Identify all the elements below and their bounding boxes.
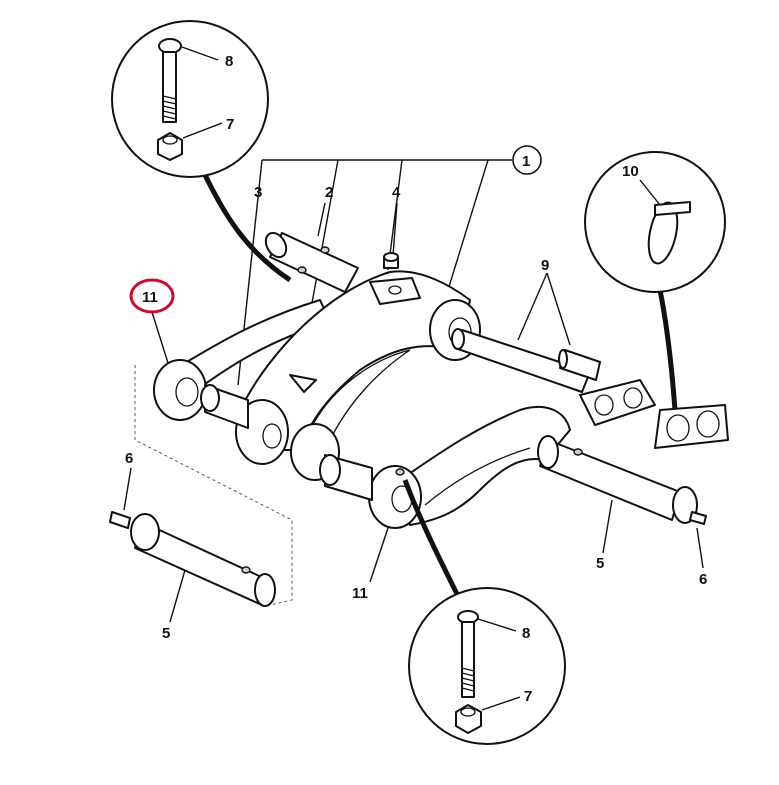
left-pin-end-far: [254, 573, 276, 607]
shaft-plate-near-hole-1: [594, 394, 614, 416]
bolt-head: [158, 38, 182, 54]
callout-1: 1: [522, 153, 530, 170]
frame-inner-web: [309, 349, 411, 441]
left-bushing-11: 11: [129, 278, 249, 429]
shaft-plate-far: [654, 404, 729, 449]
dashed-envelope: [134, 365, 293, 606]
bolt-shank: [162, 51, 177, 123]
lower-long-pin-left: 6 5: [109, 365, 293, 642]
callout-1-circle: [512, 145, 542, 175]
callout-9: 9: [541, 257, 549, 274]
frame-top-lug-hole: [388, 285, 402, 295]
left-pin-collar: [130, 513, 160, 551]
callout-5-right: 5: [596, 555, 604, 572]
shaft-plate-near-hole-2: [623, 387, 643, 409]
leader-7-top: [182, 122, 223, 139]
right-grease-nipple: [689, 511, 707, 525]
bolt-thread: [162, 95, 177, 120]
upper-pin-2: [264, 202, 359, 293]
leader-11-left: [151, 311, 169, 364]
leader-7-bottom: [481, 696, 521, 711]
callout-2: 2: [325, 184, 333, 201]
frame-top-lug: [369, 277, 421, 305]
shaft-plate-far-hole-1: [666, 414, 690, 442]
callout-10: 10: [622, 163, 639, 180]
bracket-leg-center: [387, 159, 403, 271]
leader-5-right: [602, 499, 613, 554]
upper-pin-hole: [320, 246, 330, 254]
leader-9b: [546, 272, 571, 346]
upper-pin-hole-2: [297, 266, 307, 274]
callout-6-right: 6: [699, 571, 707, 588]
lower-long-pin-right: 5 6: [537, 435, 707, 588]
callout-5-left: 5: [162, 625, 170, 642]
shaft-plate-far-hole-2: [696, 410, 720, 438]
leader-11-lower: [369, 527, 389, 583]
leader-5-left: [169, 569, 186, 623]
detail-pointer-right: [657, 289, 678, 411]
detail-circle-top-left: 8 7: [111, 20, 292, 283]
long-shaft-9: 9: [451, 257, 656, 426]
right-pin-end-near: [537, 435, 559, 469]
detail-circle-bottom: 8 7: [402, 479, 566, 745]
highlight-circle-11: [129, 278, 175, 314]
lower-arm-web: [424, 447, 531, 506]
detail-pointer-top-left: [202, 173, 292, 283]
callout-4: 4: [392, 184, 401, 201]
grease-nipple-tip: [383, 252, 399, 262]
left-bushing-bore: [175, 377, 199, 407]
left-short-pin-end: [200, 384, 220, 412]
lock-nut-bottom-hole: [460, 707, 476, 717]
callout-11-lower: 11: [352, 585, 368, 602]
detail-circle-outline: [111, 20, 269, 178]
callout-6-left: 6: [125, 450, 133, 467]
lock-nut-bottom: [455, 704, 482, 734]
callout-8-top: 8: [225, 53, 233, 70]
leader-9a: [517, 272, 548, 341]
lock-nut: [157, 132, 183, 161]
main-frame: [169, 270, 481, 481]
detail-circle-right: 10: [584, 151, 729, 449]
upper-pin-end: [264, 231, 288, 259]
lower-short-pin-end: [319, 454, 341, 486]
lower-bushing-grease-hole: [395, 468, 405, 476]
leader-6-right: [696, 527, 704, 569]
bracket-leg-right: [447, 159, 489, 291]
long-shaft-end: [451, 328, 465, 350]
frame-left-boss-a-bore: [262, 423, 282, 449]
callout-7-bottom: 7: [524, 688, 532, 705]
callout-11-left: 11: [142, 289, 158, 306]
left-grease-nipple: [109, 511, 131, 529]
right-pin-hole: [573, 448, 583, 456]
frame-small-tab: [289, 374, 317, 393]
long-shaft-sleeve-end: [558, 349, 568, 369]
detail-circle-bottom-outline: [408, 587, 566, 745]
detail-pointer-bottom: [402, 479, 463, 602]
callout-3: 3: [254, 184, 262, 201]
frame-center-beam: [239, 270, 471, 451]
lock-nut-hole: [162, 135, 178, 145]
left-pin-hole: [241, 566, 251, 574]
bolt-thread-bottom: [461, 667, 475, 692]
leader-8-top: [181, 46, 219, 61]
leader-10: [639, 179, 661, 206]
lynch-pin-ring: [647, 201, 679, 265]
leader-2: [317, 202, 326, 237]
lynch-pin-shank: [654, 201, 691, 216]
grease-nipple-4: [383, 202, 399, 269]
leader-4: [392, 202, 398, 257]
callout-8-bottom: 8: [522, 625, 530, 642]
shaft-plate-near: [579, 379, 656, 426]
callout-7-top: 7: [226, 116, 234, 133]
detail-circle-right-outline: [584, 151, 726, 293]
leader-8-bottom: [477, 618, 517, 632]
leader-6-left: [123, 467, 132, 511]
